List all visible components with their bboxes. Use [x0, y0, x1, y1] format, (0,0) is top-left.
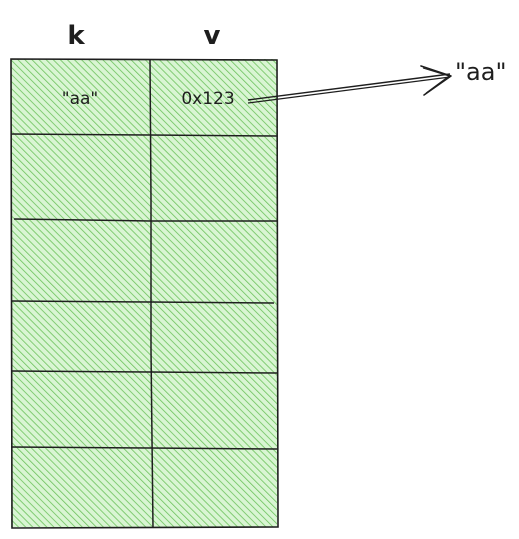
arrowhead — [420, 65, 452, 96]
column-divider — [149, 58, 154, 529]
cell-key-row-1: "aa" — [62, 89, 98, 109]
row-divider — [10, 446, 278, 450]
column-header-value: v — [204, 21, 221, 51]
row-divider — [13, 218, 278, 222]
row-divider — [10, 300, 275, 304]
table-body — [10, 58, 279, 529]
row-divider — [10, 370, 278, 374]
pointer-arrow — [247, 65, 452, 104]
row-divider — [10, 133, 278, 137]
pointer-target-value: "aa" — [455, 58, 507, 86]
column-header-key: k — [67, 21, 85, 51]
table-fill — [11, 59, 277, 527]
cell-value-row-1: 0x123 — [181, 89, 234, 109]
